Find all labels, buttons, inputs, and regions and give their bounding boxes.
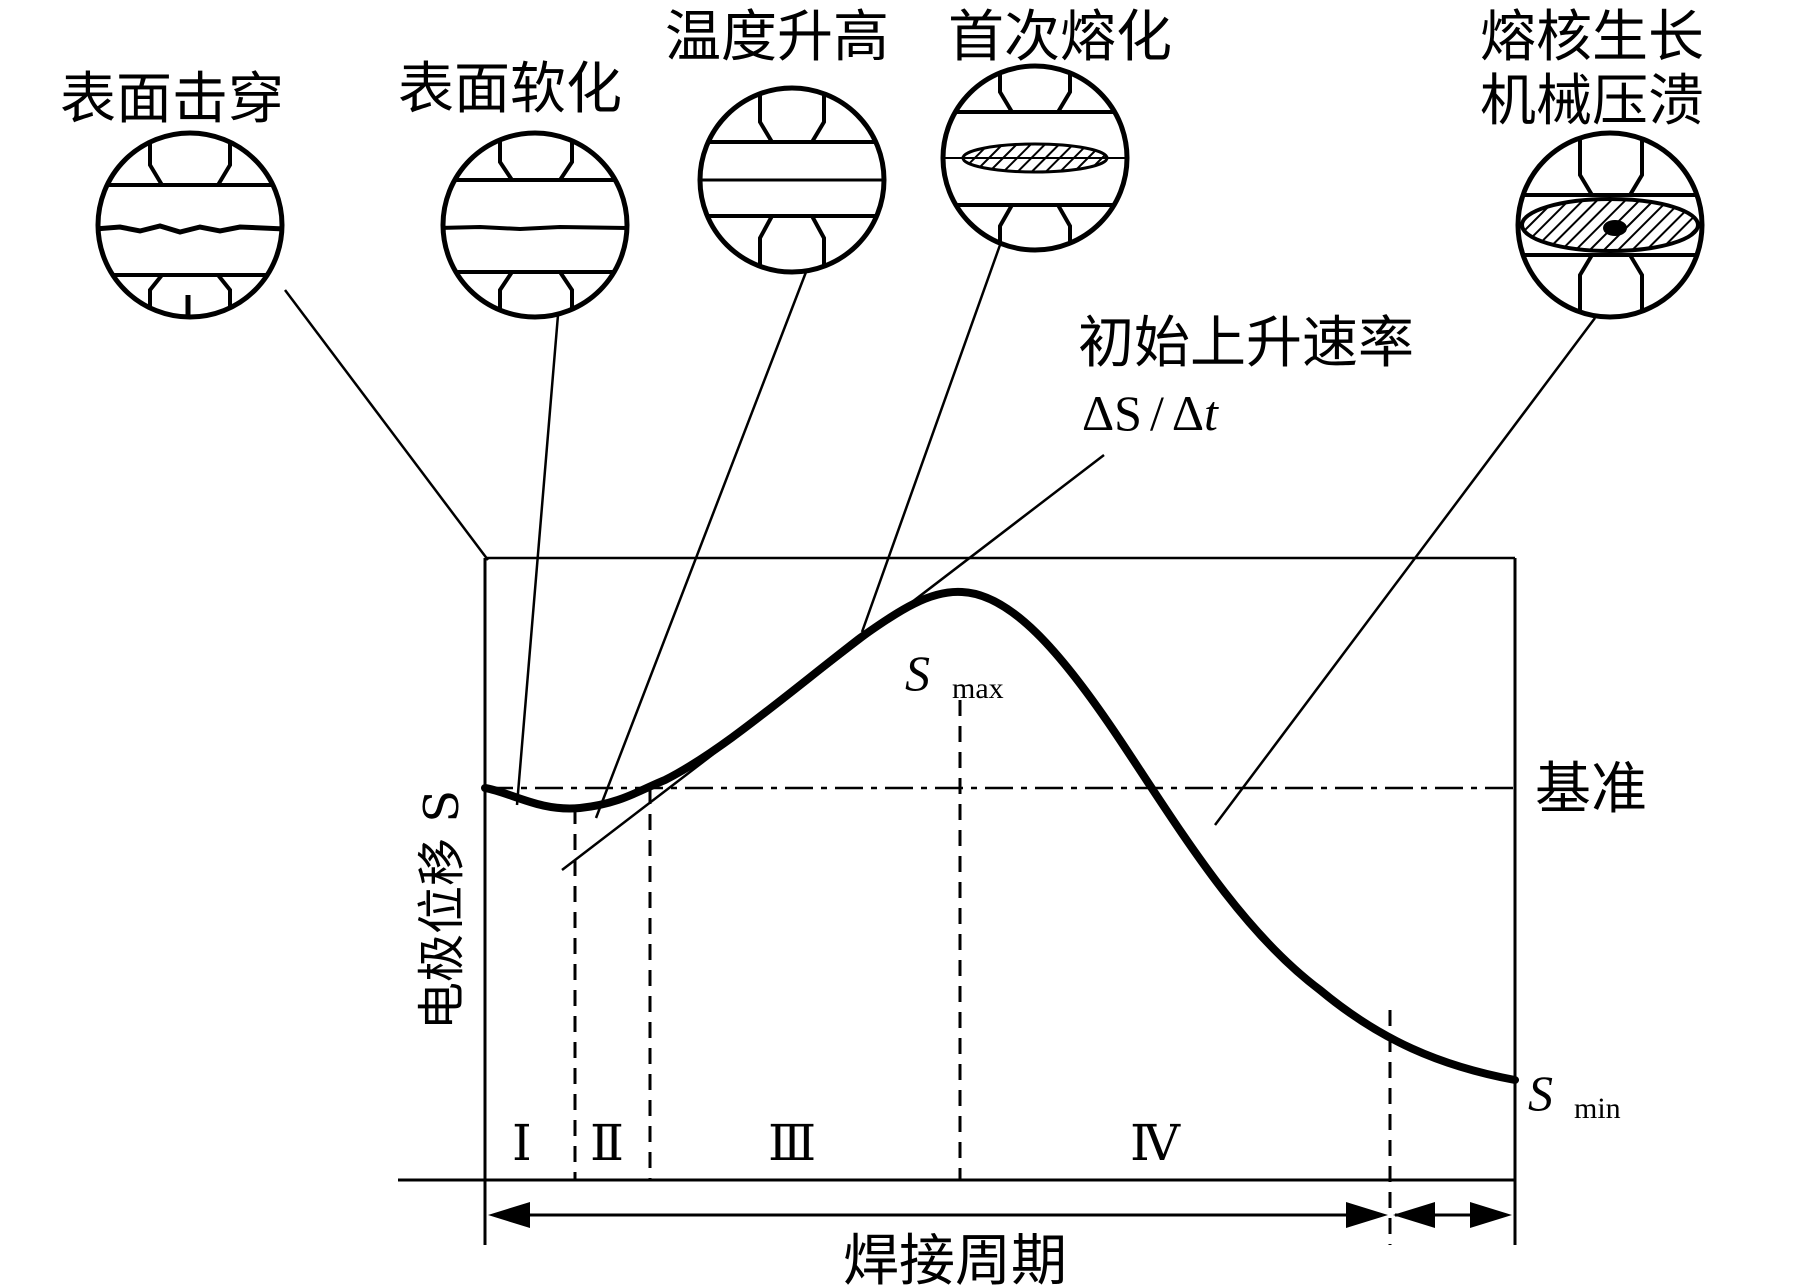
plot-frame <box>398 556 1517 1245</box>
t-symbol: t <box>1204 385 1219 441</box>
magnifier-surface-breakdown <box>95 130 285 320</box>
leader-surface-breakdown <box>284 289 489 561</box>
delta: Δ <box>1172 385 1204 441</box>
magnifier-temperature-rise <box>697 85 887 275</box>
stage-label-surface-breakdown: 表面击穿 <box>60 67 284 132</box>
slash: / <box>1150 385 1164 441</box>
leader-nugget-growth <box>1213 317 1597 826</box>
phase-label-3: Ⅲ <box>768 1115 816 1171</box>
stage-label-surface-softening: 表面软化 <box>398 57 622 122</box>
magnifier-nugget-growth <box>1515 130 1705 320</box>
smin-sub: min <box>1574 1092 1621 1125</box>
magnifier-first-melting <box>940 63 1130 253</box>
displacement-curve <box>481 587 1519 1084</box>
svg-text:ΔS/Δt: ΔS/Δt <box>1082 385 1219 441</box>
baseline-label: 基准 <box>1535 757 1647 822</box>
smin-label: S min <box>1528 1065 1621 1125</box>
magnifier-surface-softening <box>440 130 630 320</box>
smax-label: S max <box>905 645 1004 705</box>
leader-temperature-rise <box>594 271 808 819</box>
stage-label-mechanical-collapse: 机械压溃 <box>1480 69 1704 134</box>
leader-surface-softening <box>515 314 560 806</box>
weld-cycle-arrows <box>488 1202 1512 1228</box>
phase-label-1: Ⅰ <box>512 1115 532 1171</box>
y-axis-title: 电极位移 S <box>414 790 470 1030</box>
phase-label-2: Ⅱ <box>590 1115 624 1171</box>
stage-label-first-melting: 首次熔化 <box>948 5 1172 70</box>
smax-symbol: S <box>905 645 930 701</box>
stage-label-nugget-growth: 熔核生长 <box>1480 5 1704 70</box>
stage-label-temperature-rise: 温度升高 <box>665 5 889 70</box>
x-axis-title: 焊接周期 <box>843 1229 1067 1287</box>
phase-separators <box>573 700 1392 1245</box>
delta-s: ΔS <box>1082 385 1142 441</box>
rate-label: 初始上升速率 <box>1078 311 1414 376</box>
smin-symbol: S <box>1528 1065 1553 1121</box>
leader-first-melting <box>860 244 1002 633</box>
smax-sub: max <box>952 672 1004 705</box>
rate-formula: ΔS/Δt <box>1082 385 1219 441</box>
phase-label-4: Ⅳ <box>1130 1115 1181 1171</box>
